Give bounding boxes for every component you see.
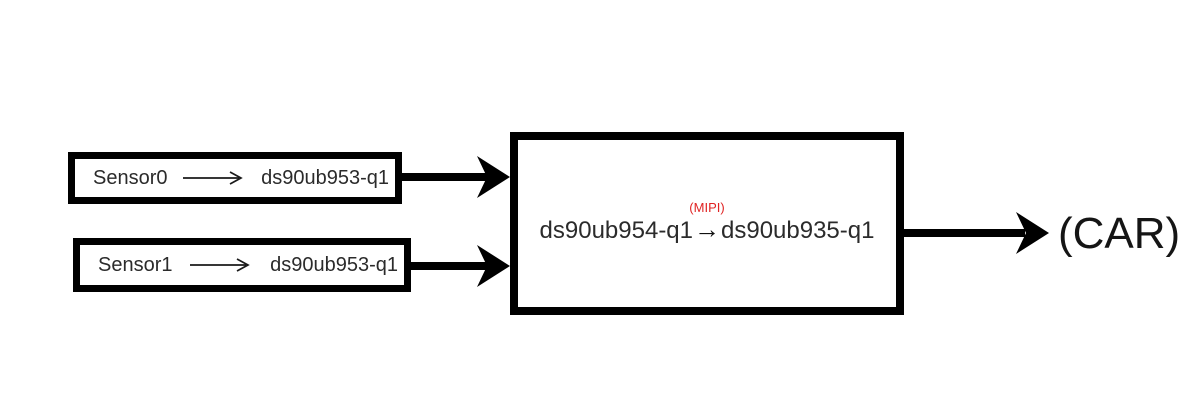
sensor0-box: Sensor0 ds90ub953-q1	[68, 152, 402, 204]
car-output-label: (CAR)	[1058, 209, 1181, 258]
right-arrow-glyph: →	[694, 214, 720, 244]
right-arrow-icon	[183, 171, 244, 185]
sensor0-to-deserializer-arrow	[400, 156, 510, 198]
mipi-link: (MIPI) →	[689, 200, 724, 245]
deserializer-input-label: ds90ub954-q1	[539, 217, 693, 244]
deserializer-chain: ds90ub954-q1 (MIPI) → ds90ub935-q1	[539, 200, 875, 245]
sensor0-label: Sensor0	[93, 166, 168, 189]
deserializer-output-label: ds90ub935-q1	[721, 217, 875, 244]
deserializer-to-car-arrow	[903, 212, 1049, 254]
deserializer-box: ds90ub954-q1 (MIPI) → ds90ub935-q1	[510, 132, 904, 315]
sensor0-serializer-label: ds90ub953-q1	[261, 166, 389, 189]
right-arrow-icon	[190, 258, 251, 272]
mipi-label: (MIPI)	[689, 200, 725, 215]
sensor1-serializer-label: ds90ub953-q1	[270, 253, 398, 276]
sensor1-box: Sensor1 ds90ub953-q1	[73, 238, 411, 292]
sensor1-label: Sensor1	[98, 253, 173, 276]
sensor1-to-deserializer-arrow	[409, 245, 510, 287]
